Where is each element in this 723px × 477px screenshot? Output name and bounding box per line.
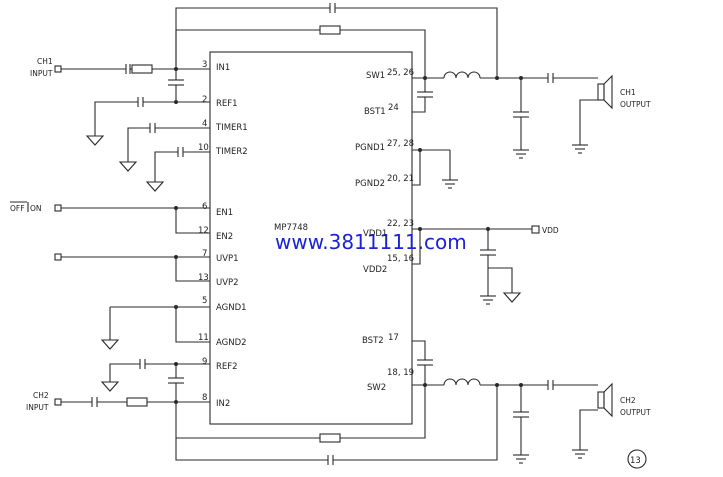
pin-vdd1-label: VDD1 [363, 229, 387, 239]
ch2-input-terminal [54, 398, 62, 406]
pin-bst2-num: 17 [388, 333, 399, 343]
watermark: www.3811111.com [275, 230, 467, 254]
pin-pgnd1-num: 27, 28 [387, 139, 414, 149]
ch1-output-label-1: CH1 [620, 88, 636, 97]
ch2-input-label-2: INPUT [26, 403, 49, 412]
pin-pgnd2-num: 20, 21 [387, 174, 414, 184]
ground-icon [145, 181, 165, 192]
pin-timer2-label: TIMER2 [215, 147, 248, 157]
ground-icon [502, 292, 522, 303]
pgnd-network [412, 148, 458, 189]
vdd-terminal [531, 225, 540, 234]
agnd-network [100, 305, 210, 350]
ch2-input-label-1: CH2 [33, 391, 49, 400]
speaker-ch2-icon [597, 382, 613, 418]
ch1-input-terminal [54, 65, 62, 73]
pin-pgnd2-label: PGND2 [355, 179, 385, 189]
pin-bst2-label: BST2 [362, 336, 384, 346]
pin-timer2-num: 10 [198, 143, 209, 153]
pin-en1-label: EN1 [216, 208, 233, 218]
pin-in2-label: IN2 [216, 399, 230, 409]
pin-vdd2-num: 15, 16 [387, 254, 414, 264]
ground-icon [85, 135, 105, 146]
pin-en1-num: 6 [202, 202, 207, 212]
ch2-output-label-1: CH2 [620, 396, 636, 405]
pin-ref2-label: REF2 [216, 362, 238, 372]
pin-uvp1-label: UVP1 [216, 254, 239, 264]
pin-sw2-label: SW2 [367, 383, 386, 393]
ground-icon [100, 339, 120, 350]
pin-en2-num: 12 [198, 226, 209, 236]
pin-agnd1-label: AGND1 [216, 303, 247, 313]
ch1-input-label-2: INPUT [30, 69, 53, 78]
pin-en2-label: EN2 [216, 232, 233, 242]
ch2-input-network [54, 397, 210, 407]
inductor-icon [443, 71, 481, 79]
pin-sw1-num: 25, 26 [387, 68, 414, 78]
pin-in1-num: 3 [202, 60, 207, 70]
pin-sw1-label: SW1 [366, 71, 385, 81]
pin-agnd1-num: 5 [202, 296, 207, 306]
pin-uvp2-num: 13 [198, 273, 209, 283]
ground-icon [100, 381, 120, 392]
timer2-network [145, 147, 210, 192]
figure-number: 13 [630, 456, 641, 466]
uvp-terminal [54, 253, 62, 261]
pin-sw2-num: 18, 19 [387, 368, 414, 378]
ic-part-label: MP7748 [274, 223, 308, 233]
pin-timer1-num: 4 [202, 119, 207, 129]
speaker-ch1-icon [597, 74, 613, 110]
off-label: OFF [10, 204, 25, 213]
ref2-network [100, 359, 210, 402]
ch1-input-label-1: CH1 [37, 57, 53, 66]
pin-agnd2-num: 11 [198, 333, 209, 343]
ch1-input-network [54, 30, 210, 104]
pin-uvp1-num: 7 [202, 249, 207, 259]
feedback-network-bottom [175, 385, 498, 465]
on-label: ON [30, 204, 42, 213]
enable-network [10, 201, 210, 234]
pin-timer1-label: TIMER1 [215, 123, 248, 133]
enable-terminal [54, 204, 62, 212]
pin-in1-label: IN1 [216, 63, 230, 73]
ch2-output-label-2: OUTPUT [620, 408, 651, 417]
ch1-output-stage [412, 71, 598, 159]
pin-bst1-label: BST1 [364, 107, 386, 117]
pin-uvp2-label: UVP2 [216, 278, 239, 288]
vdd-network [412, 225, 540, 305]
left-pin-labels: IN1 3 REF1 2 TIMER1 4 TIMER2 10 EN1 6 EN… [198, 60, 248, 409]
pin-agnd2-label: AGND2 [216, 338, 247, 348]
figure-number-circle [627, 449, 647, 469]
timer1-network [118, 123, 210, 172]
pin-in2-num: 8 [202, 393, 207, 403]
ic-body [209, 51, 413, 425]
pin-bst1-num: 24 [388, 103, 399, 113]
vdd-label: VDD [542, 226, 559, 235]
ground-icon [118, 161, 138, 172]
pin-pgnd1-label: PGND1 [355, 143, 385, 153]
uvp-network [54, 253, 210, 282]
pin-vdd1-num: 22, 23 [387, 219, 414, 229]
pin-ref1-num: 2 [202, 95, 207, 105]
inductor-icon [443, 378, 481, 386]
ref1-network [85, 97, 210, 146]
ch2-output-stage [412, 340, 598, 464]
pin-vdd2-label: VDD2 [363, 265, 387, 275]
ch1-output-label-2: OUTPUT [620, 100, 651, 109]
pin-ref2-num: 9 [202, 357, 207, 367]
pin-ref1-label: REF1 [216, 99, 238, 109]
right-pin-labels: SW1 25, 26 BST1 24 PGND1 27, 28 PGND2 20… [355, 68, 414, 393]
